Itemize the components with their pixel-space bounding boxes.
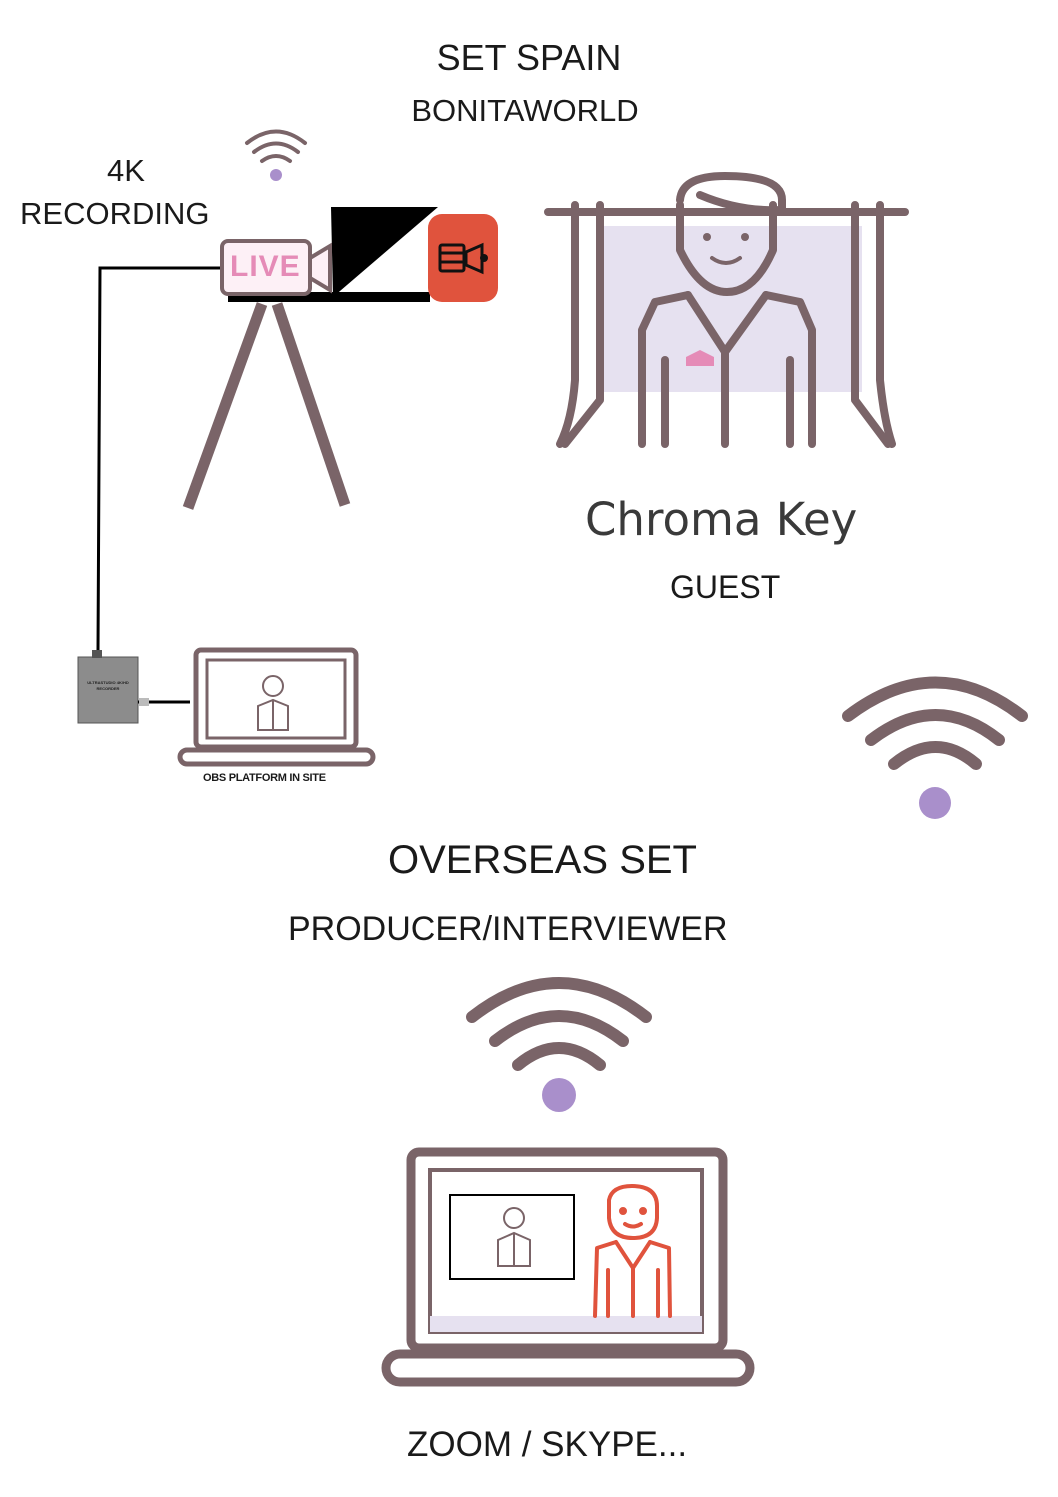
wifi-icon-middle — [466, 977, 652, 1071]
wifi-dot-middle — [542, 1078, 576, 1112]
diagram-title: SET SPAIN — [436, 37, 622, 78]
producer-label: PRODUCER/INTERVIEWER — [288, 910, 728, 948]
teleprompter-icon — [228, 207, 438, 302]
zoom-skype-label: ZOOM / SKYPE... — [407, 1425, 688, 1464]
wifi-icon-small — [245, 129, 307, 181]
laptop-icon-small — [177, 647, 376, 767]
recorder-box-label: ULTRASTUDIO 4K/HD RECORDER — [87, 680, 129, 691]
guest-person-icon — [544, 172, 909, 448]
recorder-box-icon — [77, 650, 190, 724]
tripod-icon — [182, 302, 351, 510]
guest-label: GUEST — [670, 569, 781, 605]
interviewer-person-icon — [593, 1184, 672, 1318]
wifi-dot-right — [919, 787, 951, 819]
guest-thumbnail — [449, 1194, 575, 1280]
overseas-set-title: OVERSEAS SET — [388, 838, 697, 882]
video-camera-icon — [428, 214, 498, 302]
recording-label-line2: RECORDING — [20, 196, 210, 231]
cable-line — [96, 266, 222, 651]
wifi-icon-right — [842, 676, 1028, 770]
recording-label-line1: 4K — [107, 153, 145, 188]
chroma-key-title: Chroma Key — [585, 493, 858, 546]
obs-caption: OBS PLATFORM IN SITE — [203, 772, 326, 784]
camera-icon — [220, 239, 332, 296]
diagram-subtitle: BONITAWORLD — [411, 93, 639, 128]
live-badge: LIVE — [230, 250, 301, 283]
